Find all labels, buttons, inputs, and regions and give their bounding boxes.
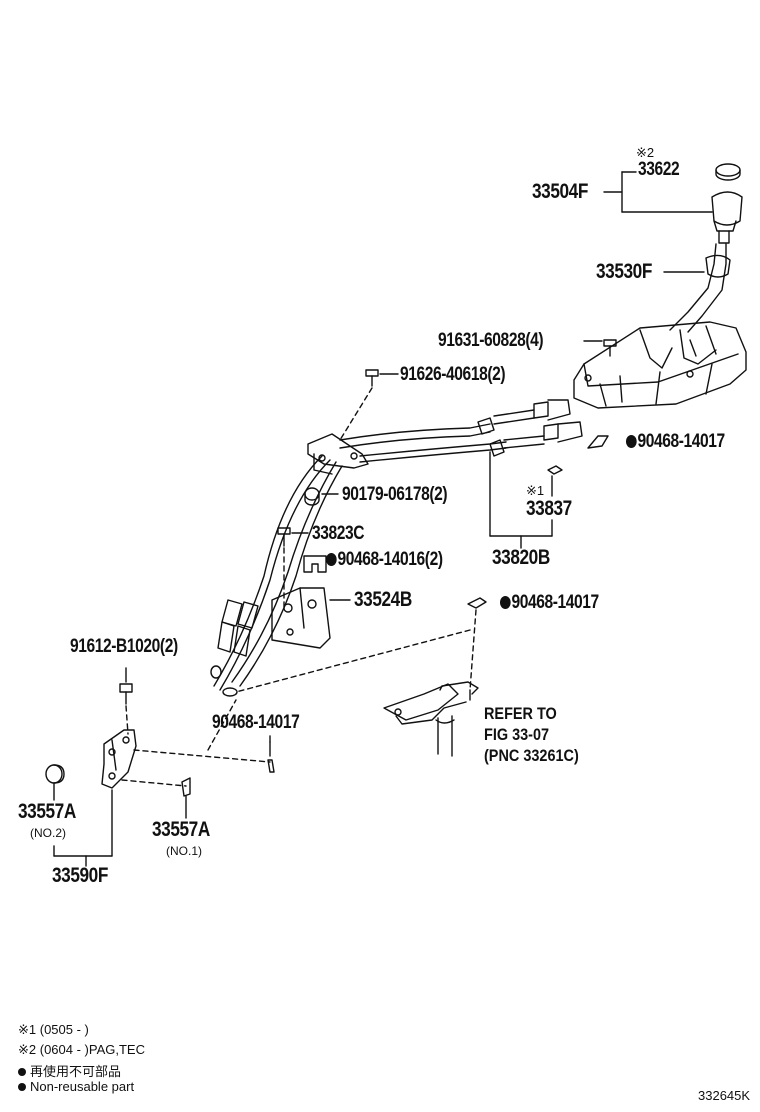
control-cables-shape <box>210 399 583 697</box>
shift-lever-shape <box>669 243 731 333</box>
legend-line-3-text: 再使用不可部品 <box>30 1064 122 1079</box>
bracket-33524B-shape <box>271 587 331 649</box>
bolt-91626-shape <box>365 369 379 387</box>
part-33557A-no1: 33557A <box>152 818 210 841</box>
part-90468-14017-mid: 90468-14017 <box>500 592 599 614</box>
part-33622: 33622 <box>638 159 680 180</box>
non-reusable-dot-icon <box>18 1083 26 1091</box>
shift-knob-shape <box>711 191 743 244</box>
part-33530F: 33530F <box>596 260 652 283</box>
non-reusable-dot-icon <box>626 435 637 448</box>
part-91612-B1020: 91612-B1020(2) <box>70 636 178 657</box>
bracket-33590F-shape <box>101 729 137 789</box>
grommet-90179-shape <box>304 487 320 506</box>
bolt-33823C-shape <box>277 527 291 547</box>
cable-bracket-shape <box>307 433 369 475</box>
part-33823C: 33823C <box>312 523 365 544</box>
note-mark-1: ※1 <box>526 483 545 498</box>
label-no2: (NO.2) <box>30 826 66 840</box>
legend-line-2: ※2 (0604 - )PAG,TEC <box>18 1042 145 1057</box>
legend-line-4-text: Non-reusable part <box>30 1079 135 1094</box>
bolt-91612-shape <box>119 683 133 705</box>
part-33504F: 33504F <box>532 180 588 203</box>
refer-note: REFER TO FIG 33-07 (PNC 33261C) <box>484 703 579 766</box>
part-33557A-no2: 33557A <box>18 800 76 823</box>
cap-33622-shape <box>715 163 741 181</box>
refer-line-1: REFER TO <box>484 704 557 723</box>
label-no1: (NO.1) <box>166 844 202 858</box>
part-90468-14017-top-text: 90468-14017 <box>637 431 725 452</box>
bolt-91631-shape <box>603 339 617 357</box>
part-91631-60828: 91631-60828(4) <box>438 330 544 351</box>
transmission-lever-shape <box>383 681 479 757</box>
non-reusable-dot-icon <box>18 1068 26 1076</box>
legend-line-4: Non-reusable part <box>18 1079 134 1094</box>
figure-code: 332645K <box>698 1088 751 1103</box>
lever-housing-shape <box>573 321 747 409</box>
part-33837: 33837 <box>526 497 572 520</box>
refer-line-3: (PNC 33261C) <box>484 746 579 765</box>
part-90468-14016: 90468-14016(2) <box>326 549 443 571</box>
non-reusable-dot-icon <box>326 553 337 566</box>
non-reusable-dot-icon <box>500 596 511 609</box>
part-90468-14017-low: 90468-14017 <box>212 712 300 733</box>
part-90468-14017-top: 90468-14017 <box>626 431 725 453</box>
bushing-no2-shape <box>45 764 65 784</box>
legend-line-1: ※1 (0505 - ) <box>18 1022 89 1037</box>
legend-line-3: 再使用不可部品 <box>18 1061 121 1080</box>
part-33590F: 33590F <box>52 864 108 887</box>
part-90468-14017-mid-text: 90468-14017 <box>511 592 599 613</box>
note-mark-2-top: ※2 <box>636 145 655 160</box>
part-90468-14016-text: 90468-14016(2) <box>337 549 443 570</box>
part-33820B: 33820B <box>492 546 550 569</box>
part-90179-06178: 90179-06178(2) <box>342 484 448 505</box>
part-33524B: 33524B <box>354 588 412 611</box>
part-91626-40618: 91626-40618(2) <box>400 364 506 385</box>
refer-line-2: FIG 33-07 <box>484 725 550 744</box>
